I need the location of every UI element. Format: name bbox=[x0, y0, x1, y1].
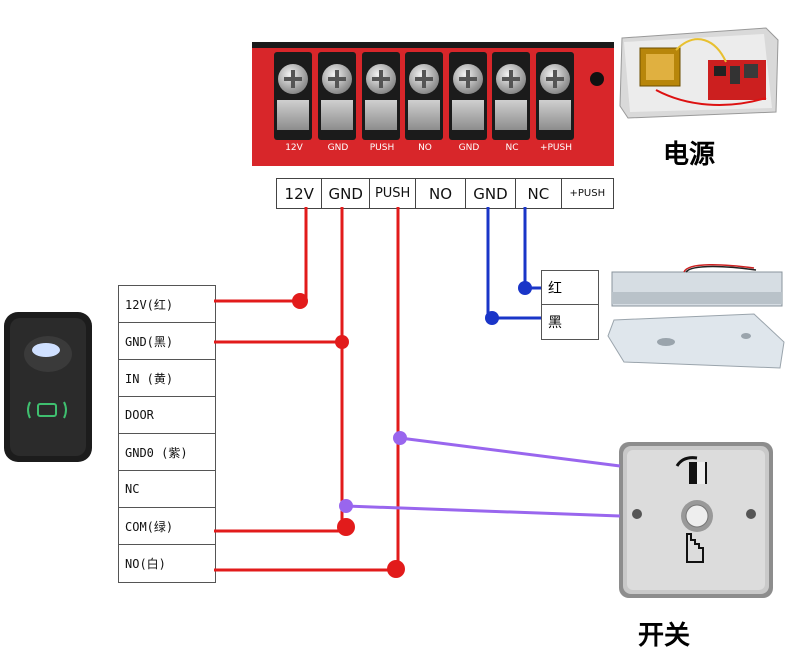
board-label: PUSH bbox=[369, 143, 395, 153]
terminal-nc bbox=[492, 52, 530, 140]
strip-cell: 12V bbox=[277, 179, 323, 208]
board-label: +PUSH bbox=[539, 143, 573, 153]
red-junction bbox=[387, 560, 405, 578]
purple-junction bbox=[393, 431, 407, 445]
lock-pin-table: 红 黑 bbox=[541, 270, 599, 340]
strip-cell: GND bbox=[322, 179, 370, 208]
terminal-gnd bbox=[318, 52, 356, 140]
red-junction bbox=[335, 335, 349, 349]
lock-pin-row: 黑 bbox=[548, 315, 562, 331]
power-supply-box-image bbox=[616, 20, 782, 120]
purple-wire-com bbox=[345, 504, 621, 518]
terminal-gnd-2 bbox=[449, 52, 487, 140]
reader-pin-table: 12V(红) GND(黑) IN (黄) DOOR GND0 (紫) NC CO… bbox=[118, 285, 216, 583]
board-label: 12V bbox=[285, 143, 303, 153]
blue-wire-gnd bbox=[486, 207, 541, 320]
card-reader-image bbox=[0, 306, 98, 468]
terminal-label-strip: 12V GND PUSH NO GND NC +PUSH bbox=[276, 178, 614, 209]
purple-wire-push bbox=[399, 436, 621, 468]
terminal-12v bbox=[274, 52, 312, 140]
power-supply-board-image: 12V GND PUSH NO GND NC +PUSH bbox=[252, 42, 614, 166]
reader-pin-row: GND(黑) bbox=[119, 323, 215, 360]
terminal-plus-push bbox=[536, 52, 574, 140]
board-label: GND bbox=[327, 143, 349, 153]
red-junction bbox=[337, 518, 355, 536]
red-wire-12v bbox=[214, 207, 308, 303]
reader-pin-row: IN (黄) bbox=[119, 360, 215, 397]
blue-junction bbox=[518, 281, 532, 295]
board-label: GND bbox=[458, 143, 480, 153]
strip-cell: NC bbox=[516, 179, 562, 208]
board-label: NC bbox=[505, 143, 519, 153]
board-label: NO bbox=[418, 143, 432, 153]
terminal-push bbox=[362, 52, 400, 140]
reader-pin-row: COM(绿) bbox=[119, 508, 215, 545]
reader-pin-row: NO(白) bbox=[125, 557, 166, 571]
strip-cell: PUSH bbox=[370, 179, 417, 208]
reader-pin-row: 12V(红) bbox=[119, 286, 215, 323]
magnetic-lock-image bbox=[604, 258, 794, 376]
purple-junction bbox=[339, 499, 353, 513]
board-hole bbox=[590, 72, 604, 86]
red-junction bbox=[292, 293, 308, 309]
terminal-no bbox=[405, 52, 443, 140]
reader-pin-row: NC bbox=[119, 471, 215, 508]
power-supply-caption: 电源 bbox=[663, 140, 716, 170]
blue-junction bbox=[485, 311, 499, 325]
lock-pin-row: 红 bbox=[542, 271, 598, 305]
strip-cell: NO bbox=[416, 179, 466, 208]
blue-wire-nc bbox=[523, 207, 541, 290]
exit-button-image bbox=[617, 440, 775, 600]
reader-pin-row: GND0 (紫) bbox=[119, 434, 215, 471]
strip-cell: +PUSH bbox=[569, 188, 606, 199]
strip-cell: GND bbox=[466, 179, 517, 208]
reader-pin-row: DOOR bbox=[119, 397, 215, 434]
